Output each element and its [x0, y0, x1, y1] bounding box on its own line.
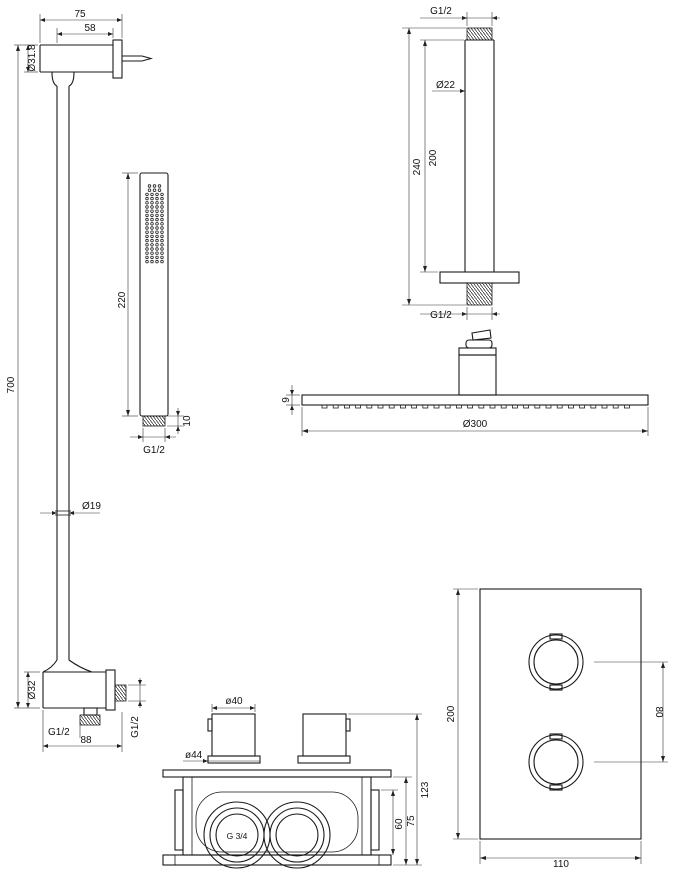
hand-shower: 220 10 G1/2: [117, 172, 193, 456]
dim-220-label: 220: [117, 291, 128, 308]
valve-side-view: G 3/4 ø40 ø44 123 75 60: [162, 696, 431, 869]
dim-g12-bottom-label: G1/2: [430, 310, 452, 321]
dim-110-label: 110: [553, 859, 569, 870]
dim-d32-label: Ø32: [27, 680, 38, 699]
dim-10-label: 10: [182, 415, 193, 427]
valve-front-view: 200 80 110: [446, 588, 668, 870]
bottom-bracket: [42, 659, 127, 726]
dim-80-label: 80: [653, 706, 664, 718]
dim-58-label: 58: [84, 23, 96, 34]
dim-200-label: 200: [428, 149, 439, 166]
dim-g12-label: G1/2: [143, 445, 165, 456]
dim-240-label: 240: [412, 158, 423, 175]
spray-nozzles: [145, 184, 164, 264]
dim-d19-label: Ø19: [82, 501, 101, 512]
dim-200-front-label: 200: [446, 705, 457, 722]
dim-g12-right-label: G1/2: [130, 716, 141, 738]
lower-knob: [528, 733, 584, 791]
dim-d44-label: ø44: [185, 750, 203, 761]
dim-88-label: 88: [80, 735, 92, 746]
dim-700-label: 700: [6, 376, 17, 393]
dim-9-label: 9: [281, 397, 292, 403]
dim-60-label: 60: [394, 818, 405, 830]
dim-d40-label: ø40: [225, 696, 243, 707]
dim-123-label: 123: [420, 781, 431, 798]
top-bracket: [39, 39, 154, 87]
rain-shower-head: 9 Ø300: [281, 329, 649, 436]
dim-g34-label: G 3/4: [227, 831, 248, 841]
rail-rod: [55, 86, 71, 660]
dim-g12-left-label: G1/2: [48, 727, 70, 738]
ceiling-arm: G1/2 Ø22 240 200 G1/2: [402, 6, 520, 321]
dim-75-label: 75: [406, 815, 417, 827]
dim-d300-label: Ø300: [463, 419, 488, 430]
dim-g12-top-label: G1/2: [430, 6, 452, 17]
slide-rail: 75 58 Ø31.8 700 Ø19: [6, 9, 154, 752]
spray-nozzles-head: [321, 404, 630, 409]
dim-d318-label: Ø31.8: [27, 44, 38, 72]
rail-dimensions: 75 58 Ø31.8 700 Ø19: [6, 9, 146, 752]
upper-knob: [528, 633, 584, 691]
dim-d22-label: Ø22: [436, 80, 455, 91]
dim-75-label: 75: [74, 9, 86, 20]
